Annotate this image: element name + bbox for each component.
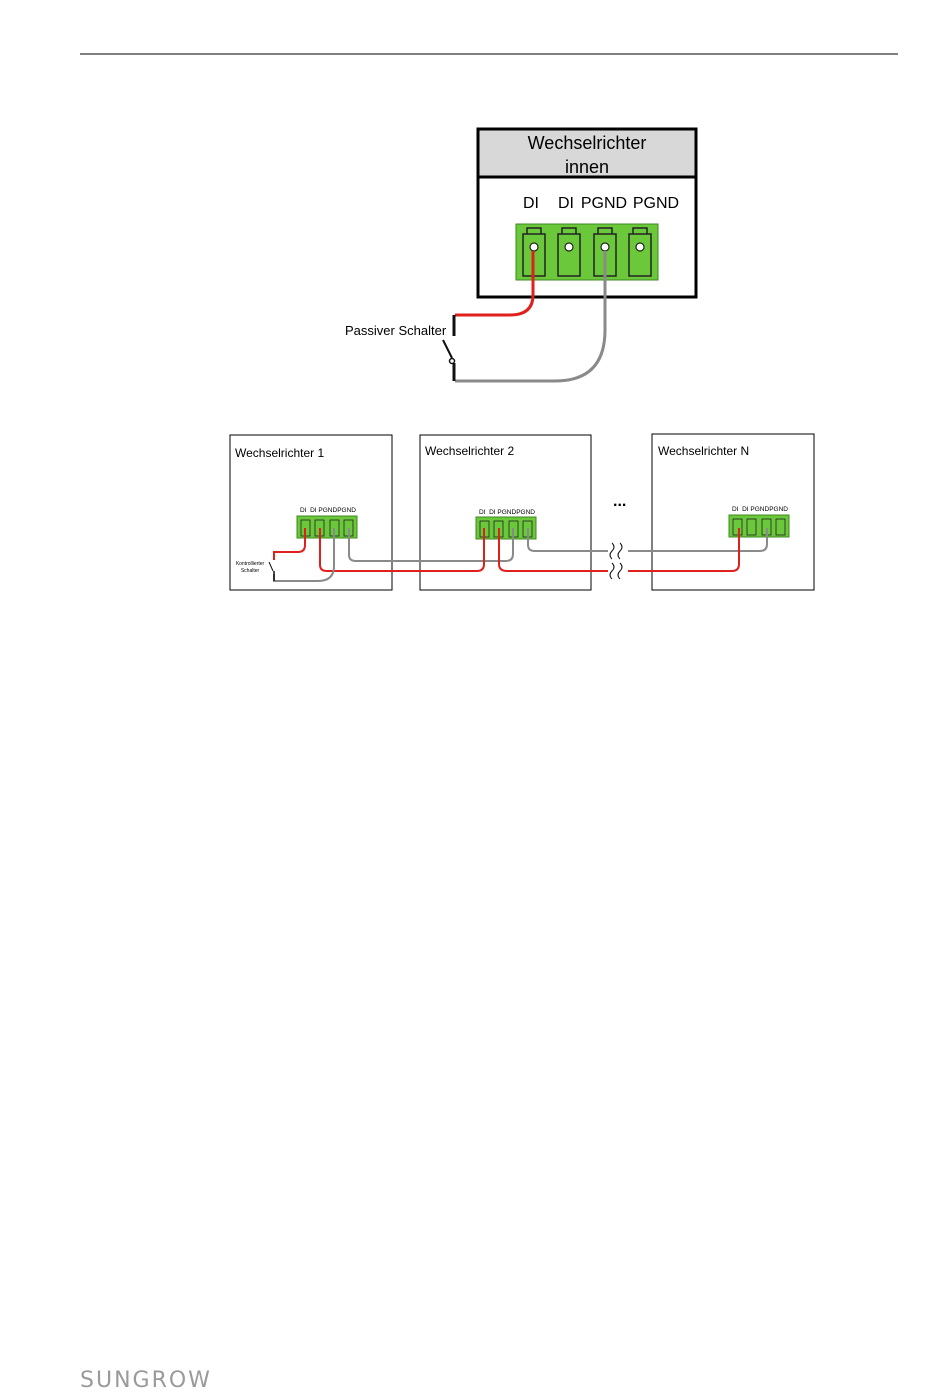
controlled-switch-label-1: Kontrollierter [236, 561, 265, 567]
inverter-2-label: Wechselrichter 2 [425, 444, 514, 458]
controlled-switch-label-2: Schalter [241, 568, 260, 574]
inverter-1-pins: DI DI PGNDPGND [300, 507, 356, 514]
terminal-slot-4 [629, 228, 651, 276]
inverter-1-label: Wechselrichter 1 [235, 446, 324, 460]
diagram-multi-inverter: Wechselrichter 1 Wechselrichter 2 Wechse… [230, 434, 814, 590]
inverter-title-line2: innen [565, 157, 609, 177]
inverter-title-line1: Wechselrichter [528, 133, 647, 153]
pin-label-di-1: DI [523, 195, 539, 212]
sungrow-logo: SUNGROW [80, 1368, 212, 1393]
pin-label-di-2: DI [558, 195, 574, 212]
break-mark-grey [610, 543, 622, 559]
ellipsis: ... [613, 493, 626, 510]
passive-switch-label: Passiver Schalter [345, 323, 447, 338]
terminal-block [516, 224, 658, 280]
inverter-n-label: Wechselrichter N [658, 444, 749, 458]
break-mark-red [610, 563, 622, 579]
inverter-n-pins: DI DI PGNDPGND [732, 506, 788, 513]
pin-label-pgnd-1: PGND [581, 195, 627, 212]
diagram-single-inverter: Wechselrichter innen DI DI PGND PGND [345, 129, 696, 381]
pin-label-pgnd-2: PGND [633, 195, 679, 212]
inverter-2-pins: DI DI PGNDPGND [479, 509, 535, 516]
terminal-slot-2 [558, 228, 580, 276]
